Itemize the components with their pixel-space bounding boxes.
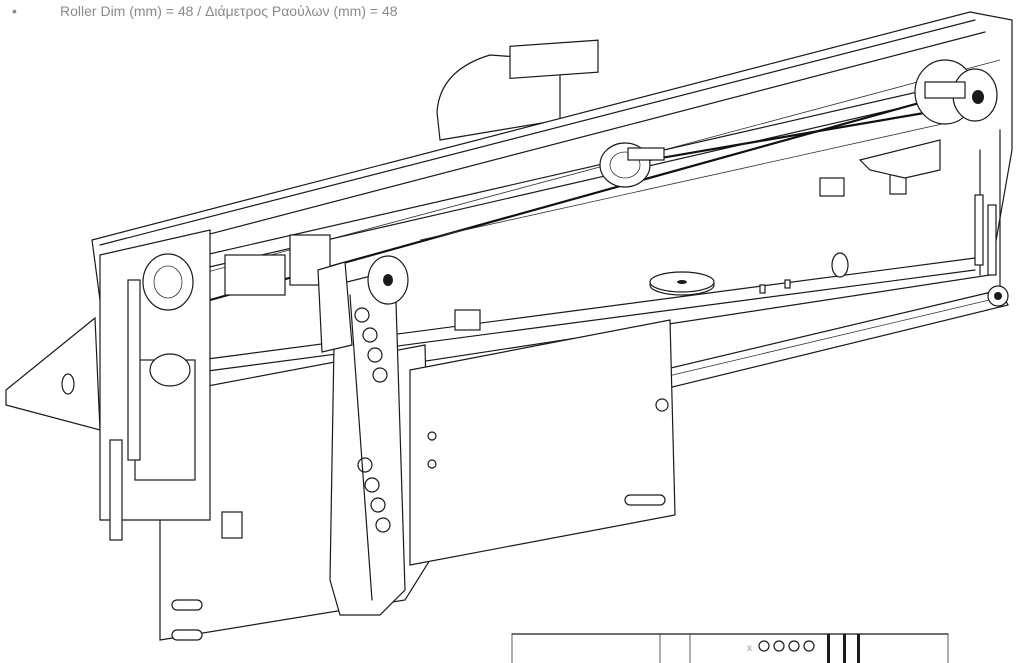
top-right-pulley <box>914 59 998 125</box>
right-carriage <box>409 319 676 566</box>
left-drive-pulley <box>142 253 194 387</box>
inset-holes <box>758 640 815 652</box>
roller-hanger <box>317 255 409 616</box>
left-bracket <box>5 316 101 431</box>
caption-text: Roller Dim (mm) = 48 / Διάμετρος Ραούλων… <box>60 3 398 19</box>
hanger-rollers <box>354 307 391 533</box>
motor <box>436 39 599 141</box>
idler-pulley <box>649 271 715 296</box>
side-guides <box>109 194 997 541</box>
caption-bullet: • <box>12 3 17 19</box>
caption-line: • Roller Dim (mm) = 48 / Διάμετρος Ραούλ… <box>0 0 1018 22</box>
inset-detail: x <box>511 633 949 663</box>
tension-pulley <box>599 142 665 188</box>
inset-mark: x <box>747 643 752 654</box>
beam-slots <box>454 139 941 331</box>
